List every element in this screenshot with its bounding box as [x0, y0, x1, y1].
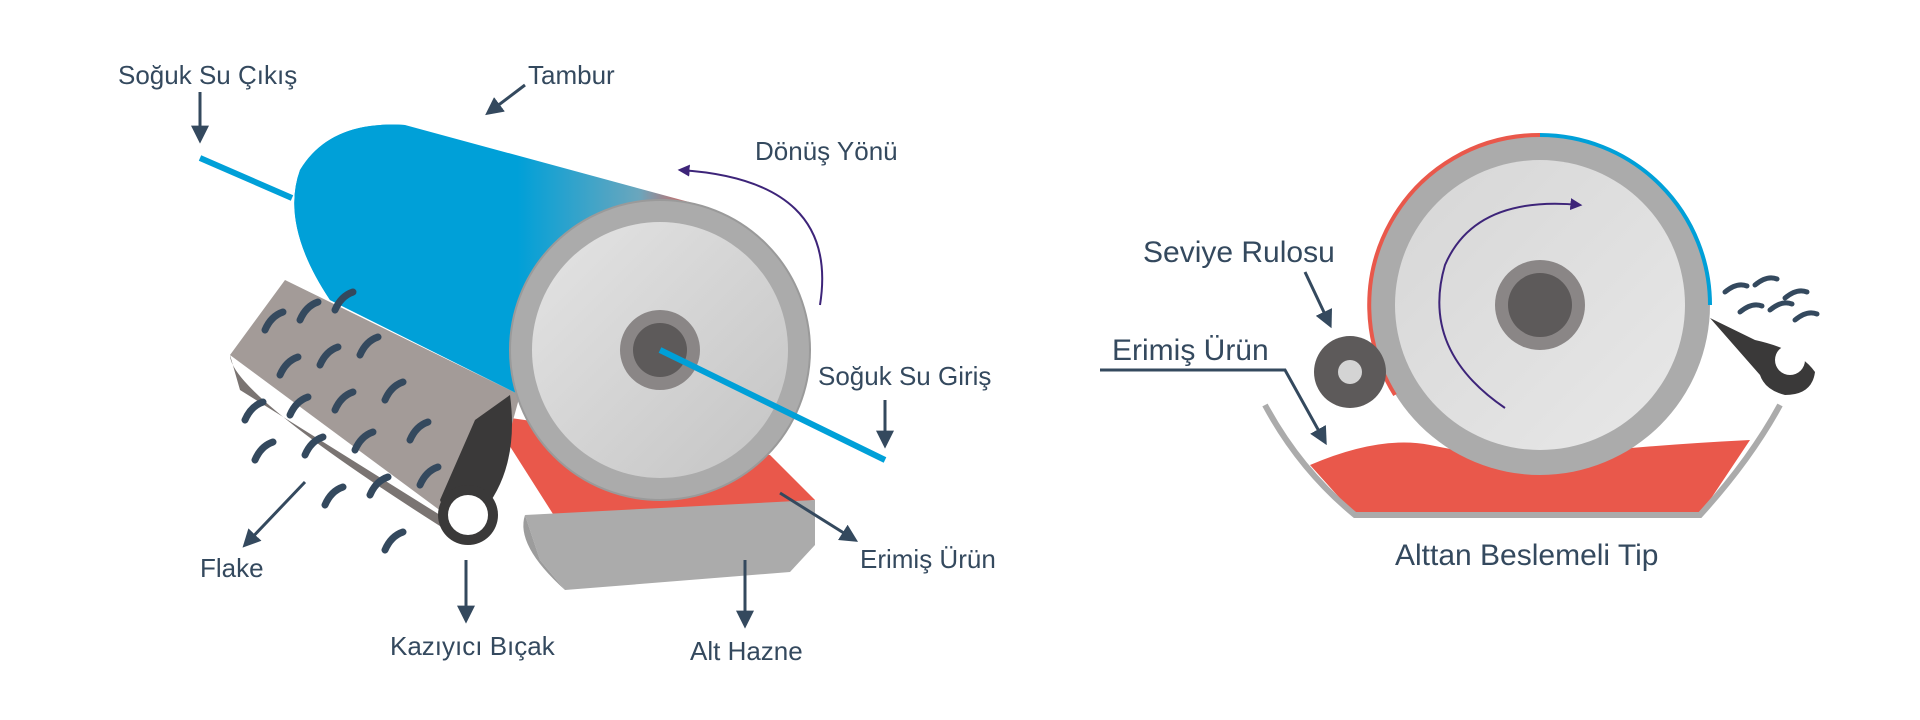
scraper-blade-hole-inner [448, 495, 488, 535]
bottom-tank-front [523, 515, 565, 590]
feed-pan [1262, 403, 1783, 518]
label-drum: Tambur [528, 60, 615, 90]
drum-blue-end [294, 124, 520, 395]
label-scraper-blade: Kazıyıcı Bıçak [390, 631, 556, 661]
label-cold-water-out: Soğuk Su Çıkış [118, 60, 297, 90]
section-drum-blue-rim [1539, 133, 1712, 306]
cold-water-out-pipe [198, 155, 294, 201]
diagram-caption: Alttan Beslemeli Tip [1395, 539, 1658, 572]
level-roller-core [1338, 360, 1362, 384]
cold-water-in-pipe [658, 347, 887, 463]
isometric-flaker [198, 124, 887, 590]
cross-section-flaker [1262, 132, 1820, 518]
section-rotation-arrow [1438, 198, 1583, 409]
flake-marks [241, 288, 442, 554]
label-level-roller: Seviye Rulosu [1143, 236, 1335, 269]
bottom-tank-body [525, 500, 815, 590]
section-flake-marks [1722, 275, 1820, 323]
label-cold-water-in: Soğuk Su Giriş [818, 361, 991, 391]
label-molten-product-right: Erimiş Ürün [1112, 334, 1269, 367]
label-rotation: Dönüş Yönü [755, 136, 898, 166]
section-scraper-hole [1775, 345, 1805, 375]
molten-pool [1310, 440, 1750, 515]
left-callouts [191, 83, 894, 629]
label-bottom-tank: Alt Hazne [690, 636, 803, 666]
section-scraper-blade [1710, 318, 1815, 395]
right-callouts [1100, 271, 1332, 446]
flake-chute [230, 280, 520, 540]
label-molten-product-left: Erimiş Ürün [860, 544, 996, 574]
label-flake: Flake [200, 553, 264, 583]
rotation-arrow [677, 164, 824, 306]
section-hub-inner [1508, 273, 1572, 337]
